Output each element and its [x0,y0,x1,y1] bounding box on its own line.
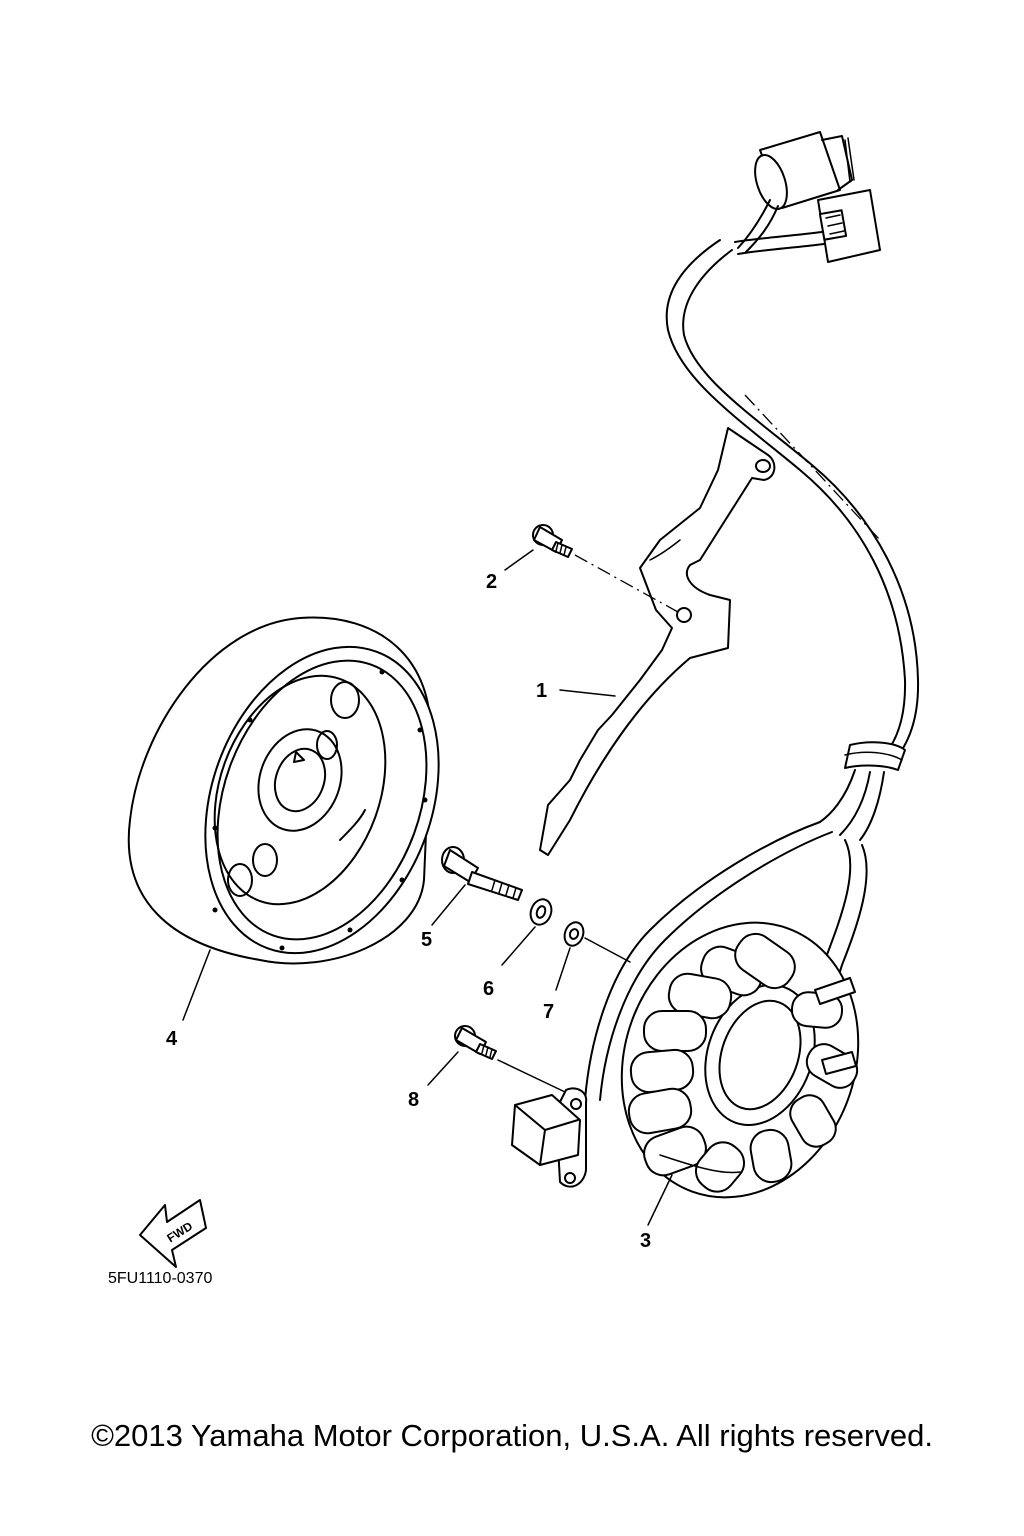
part-7-washer [563,921,631,963]
label-part-2: 2 [486,571,497,593]
leader-lines [182,549,673,1226]
label-part-4: 4 [166,1028,178,1050]
grommet [844,741,906,771]
wire-harness [584,131,920,1101]
label-part-5: 5 [421,929,432,951]
label-part-3: 3 [640,1230,651,1252]
label-part-6: 6 [483,978,494,1000]
rect-connector [734,189,881,263]
part-4-flywheel [127,616,440,965]
round-connector [737,131,855,253]
label-part-8: 8 [408,1089,419,1111]
part-6-washer [529,898,553,926]
part-3-stator [620,921,860,1199]
part-8-screw [454,1025,566,1093]
part-1-bracket [539,427,776,856]
part-2-screw [532,524,679,613]
figure-code: 5FU1110-0370 [108,1270,212,1287]
label-part-1: 1 [536,680,547,702]
stator-coils [627,932,859,1193]
label-part-7: 7 [543,1001,554,1023]
pickup-coil [511,1087,588,1188]
fwd-arrow-icon: FWD [139,1199,207,1268]
copyright-notice: ©2013 Yamaha Motor Corporation, U.S.A. A… [91,1418,933,1453]
part-5-bolt [441,846,523,901]
